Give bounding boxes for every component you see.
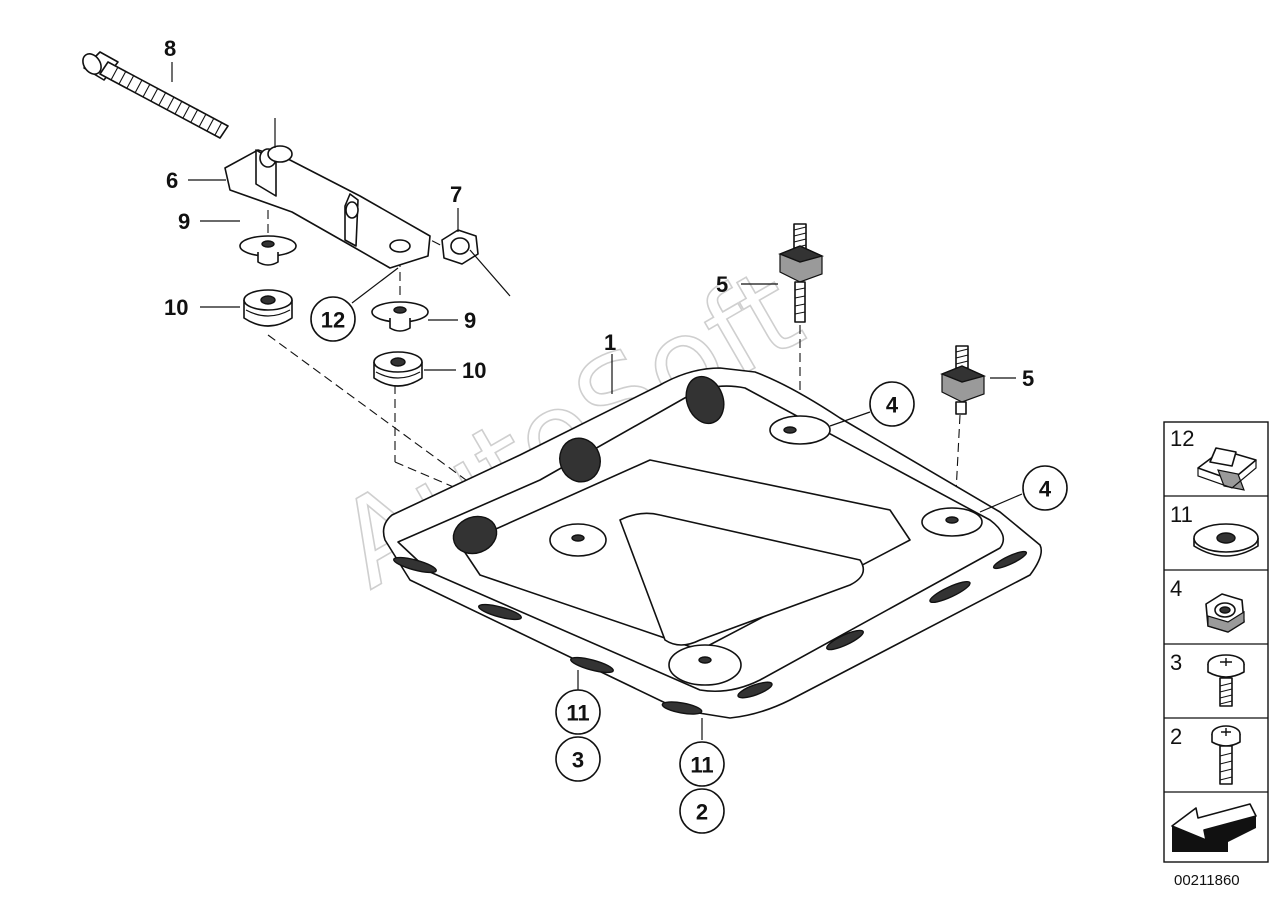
legend-row-12: 12 bbox=[1170, 426, 1257, 491]
circled-callout-4a: 4 bbox=[869, 381, 915, 427]
circled-callout-2: 2 bbox=[679, 788, 725, 834]
legend-row-4: 4 bbox=[1170, 576, 1245, 633]
callout-numbers: 8 6 7 9 10 9 10 1 5 5 bbox=[164, 36, 1034, 391]
stud-part-5a[interactable] bbox=[778, 223, 825, 323]
circled-callout-4b: 4 bbox=[1022, 465, 1068, 511]
callout-10a: 10 bbox=[164, 295, 188, 320]
legend-label-3: 3 bbox=[1170, 650, 1182, 675]
callout-9a: 9 bbox=[178, 209, 190, 234]
callout-8: 8 bbox=[164, 36, 176, 61]
parts-legend: 12 11 4 bbox=[1163, 421, 1269, 863]
circled-callout-11a: 11 bbox=[555, 689, 601, 735]
circled-callout-3: 3 bbox=[555, 736, 601, 782]
svg-text:11: 11 bbox=[566, 701, 589, 726]
svg-text:12: 12 bbox=[321, 308, 345, 333]
leader-lines bbox=[171, 62, 1023, 740]
callout-1: 1 bbox=[604, 330, 616, 355]
svg-text:4: 4 bbox=[1039, 477, 1052, 502]
svg-text:4: 4 bbox=[886, 393, 899, 418]
callout-6: 6 bbox=[166, 168, 178, 193]
callout-9b: 9 bbox=[464, 308, 476, 333]
long-screw-icon bbox=[1211, 725, 1241, 785]
bracket-part-6[interactable] bbox=[224, 118, 431, 269]
callout-5b: 5 bbox=[1022, 366, 1034, 391]
svg-text:3: 3 bbox=[572, 748, 584, 773]
skid-plate-part-1[interactable] bbox=[382, 367, 1043, 719]
washer-icon bbox=[1193, 523, 1259, 557]
speed-nut-icon bbox=[1197, 447, 1257, 491]
svg-text:2: 2 bbox=[696, 800, 708, 825]
legend-label-11: 11 bbox=[1170, 502, 1193, 527]
stud-part-5b[interactable] bbox=[940, 345, 987, 415]
nut-part-7[interactable] bbox=[441, 229, 511, 297]
direction-arrow-icon bbox=[1171, 803, 1257, 852]
callout-5a: 5 bbox=[716, 272, 728, 297]
bolt-part-8[interactable] bbox=[79, 50, 229, 139]
legend-row-3: 3 bbox=[1170, 650, 1245, 707]
circled-callout-11b: 11 bbox=[679, 741, 725, 787]
circled-callout-12: 12 bbox=[310, 296, 356, 342]
callout-10b: 10 bbox=[462, 358, 486, 383]
washer-part-9b[interactable] bbox=[371, 301, 429, 332]
legend-row-2: 2 bbox=[1170, 724, 1241, 785]
grommet-part-10a[interactable] bbox=[243, 289, 293, 327]
legend-label-4: 4 bbox=[1170, 576, 1182, 601]
hex-nut-icon bbox=[1205, 593, 1245, 633]
circled-callouts: 12 4 4 11 3 11 2 bbox=[310, 296, 1068, 834]
legend-row-11: 11 bbox=[1170, 502, 1259, 557]
legend-label-2: 2 bbox=[1170, 724, 1182, 749]
svg-text:11: 11 bbox=[690, 753, 713, 778]
legend-label-12: 12 bbox=[1170, 426, 1194, 451]
grommet-part-10b[interactable] bbox=[373, 351, 423, 387]
washer-part-9a[interactable] bbox=[239, 235, 297, 266]
diagram-code: 00211860 bbox=[1174, 872, 1240, 889]
short-screw-icon bbox=[1207, 654, 1245, 707]
callout-7: 7 bbox=[450, 182, 462, 207]
